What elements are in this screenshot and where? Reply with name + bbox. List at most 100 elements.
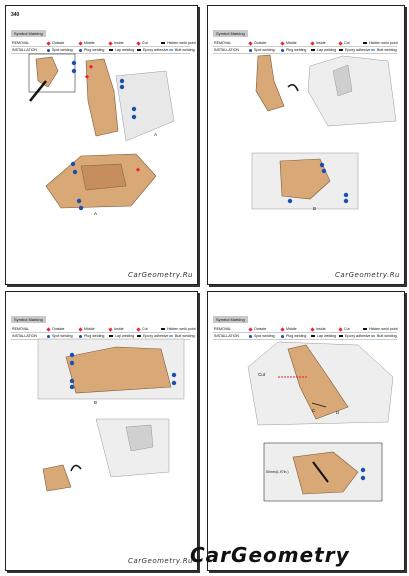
middle-marker: Middle: [280, 326, 297, 332]
cut-label: Cut: [258, 372, 266, 377]
circle-icon: [47, 334, 50, 338]
manual-page-2: Symbol Marking REMOVAL Outside Middle In…: [207, 5, 405, 285]
figure-callout: A: [154, 132, 158, 137]
cut-marker: Cut: [136, 40, 148, 46]
removal-label: REMOVAL: [12, 327, 30, 331]
bar-icon: [109, 335, 113, 338]
circle-icon: [249, 48, 252, 52]
outside-marker: Outside: [248, 326, 266, 332]
plug-welding-marker: Plug welding: [79, 48, 104, 52]
plug-welding-marker: Plug welding: [79, 334, 104, 338]
butt-welding-marker: Butt welding: [169, 48, 195, 52]
circle-icon: [79, 48, 82, 52]
watermark-logo: CarGeometry: [190, 543, 350, 567]
figure-callout: B: [313, 206, 317, 211]
figure-callout: B: [94, 400, 98, 405]
butt-welding-marker: Butt welding: [169, 334, 195, 338]
panel-diagram-bottom: [45, 153, 157, 211]
removal-label: REMOVAL: [214, 41, 232, 45]
lap-welding-marker: Lap welding: [109, 48, 134, 52]
inside-marker: Inside: [310, 326, 326, 332]
bar-icon: [339, 335, 343, 338]
bar-icon: [109, 49, 113, 52]
symbol-legend: Symbol Marking REMOVAL Outside Middle In…: [213, 22, 398, 54]
legend-removal-row: REMOVAL Outside Middle Inside Cut Hidden…: [11, 40, 196, 47]
legend-title: Symbol Marking: [213, 30, 248, 37]
figure-callout: C: [312, 408, 316, 413]
epoxy-marker: Epoxy adhesive: [137, 48, 168, 52]
butt-welding-marker: Butt welding: [371, 334, 397, 338]
circle-icon: [47, 48, 50, 52]
cut-marker: Cut: [338, 326, 350, 332]
spot-welding-marker: Spot welding: [249, 48, 275, 52]
hidden-weld-marker: Hidden weld point: [363, 41, 398, 45]
star-icon: [363, 42, 367, 45]
cut-marker: Cut: [136, 326, 148, 332]
diamond-icon: [46, 40, 51, 46]
outside-marker: Outside: [248, 40, 266, 46]
manual-page-1: 340 Symbol Marking REMOVAL Outside Middl…: [5, 5, 198, 285]
removal-label: REMOVAL: [12, 41, 30, 45]
legend-title: Symbol Marking: [11, 316, 46, 323]
bar-icon: [169, 49, 173, 52]
plug-welding-marker: Plug welding: [281, 48, 306, 52]
legend-removal-row: REMOVAL Outside Middle Inside Cut Hidden…: [213, 40, 398, 47]
diamond-icon: [310, 40, 315, 46]
hidden-weld-marker: Hidden weld point: [363, 327, 398, 331]
circle-icon: [281, 334, 284, 338]
diamond-icon: [108, 326, 113, 332]
spot-welding-marker: Spot welding: [249, 334, 275, 338]
pillar-removal-diagram: [255, 54, 397, 127]
quarter-panel-cut-diagram: [247, 341, 394, 426]
star-icon: [161, 42, 165, 45]
inside-marker: Inside: [108, 40, 124, 46]
bar-icon: [311, 49, 315, 52]
diamond-icon: [78, 40, 83, 46]
diamond-icon: [46, 326, 51, 332]
star-icon: [161, 328, 165, 331]
legend-removal-row: REMOVAL Outside Middle Inside Cut Hidden…: [213, 326, 398, 333]
symbol-legend: Symbol Marking REMOVAL Outside Middle In…: [11, 22, 196, 54]
bar-icon: [339, 49, 343, 52]
outside-marker: Outside: [46, 40, 64, 46]
cut-marker: Cut: [338, 40, 350, 46]
cut-detail-diagram: [263, 442, 383, 502]
lap-welding-marker: Lap welding: [311, 48, 336, 52]
circle-icon: [281, 48, 284, 52]
installation-label: INSTALLATION: [214, 334, 240, 338]
epoxy-marker: Epoxy adhesive: [339, 48, 370, 52]
legend-installation-row: INSTALLATION Spot welding Plug welding L…: [11, 47, 195, 54]
removal-label: REMOVAL: [214, 327, 232, 331]
bar-icon: [137, 335, 141, 338]
circle-icon: [249, 334, 252, 338]
diamond-icon: [78, 326, 83, 332]
butt-welding-marker: Butt welding: [371, 48, 397, 52]
diamond-icon: [248, 326, 253, 332]
figure-callout: A: [94, 211, 98, 216]
diamond-icon: [280, 40, 285, 46]
plug-welding-marker: Plug welding: [281, 334, 306, 338]
outside-marker: Outside: [46, 326, 64, 332]
manual-page-3: Symbol Marking REMOVAL Outside Middle In…: [5, 291, 198, 571]
figure-callout: D: [336, 410, 340, 415]
bar-icon: [311, 335, 315, 338]
watermark: CarGeometry.Ru: [128, 271, 193, 279]
panel-install-diagram: [251, 152, 359, 210]
diamond-icon: [248, 40, 253, 46]
circle-icon: [79, 334, 82, 338]
middle-marker: Middle: [280, 40, 297, 46]
legend-removal-row: REMOVAL Outside Middle Inside Cut Hidden…: [11, 326, 196, 333]
bar-icon: [371, 335, 375, 338]
bar-icon: [169, 335, 173, 338]
legend-installation-row: INSTALLATION Spot welding Plug welding L…: [213, 333, 397, 340]
diamond-icon: [136, 40, 141, 46]
watermark: CarGeometry.Ru: [335, 271, 400, 279]
panel-removal-diagram: [42, 418, 170, 492]
legend-title: Symbol Marking: [11, 30, 46, 37]
diamond-icon: [280, 326, 285, 332]
legend-title: Symbol Marking: [213, 316, 248, 323]
watermark: CarGeometry.Ru: [128, 557, 193, 565]
lap-welding-marker: Lap welding: [109, 334, 134, 338]
diamond-icon: [136, 326, 141, 332]
diamond-icon: [338, 40, 343, 46]
